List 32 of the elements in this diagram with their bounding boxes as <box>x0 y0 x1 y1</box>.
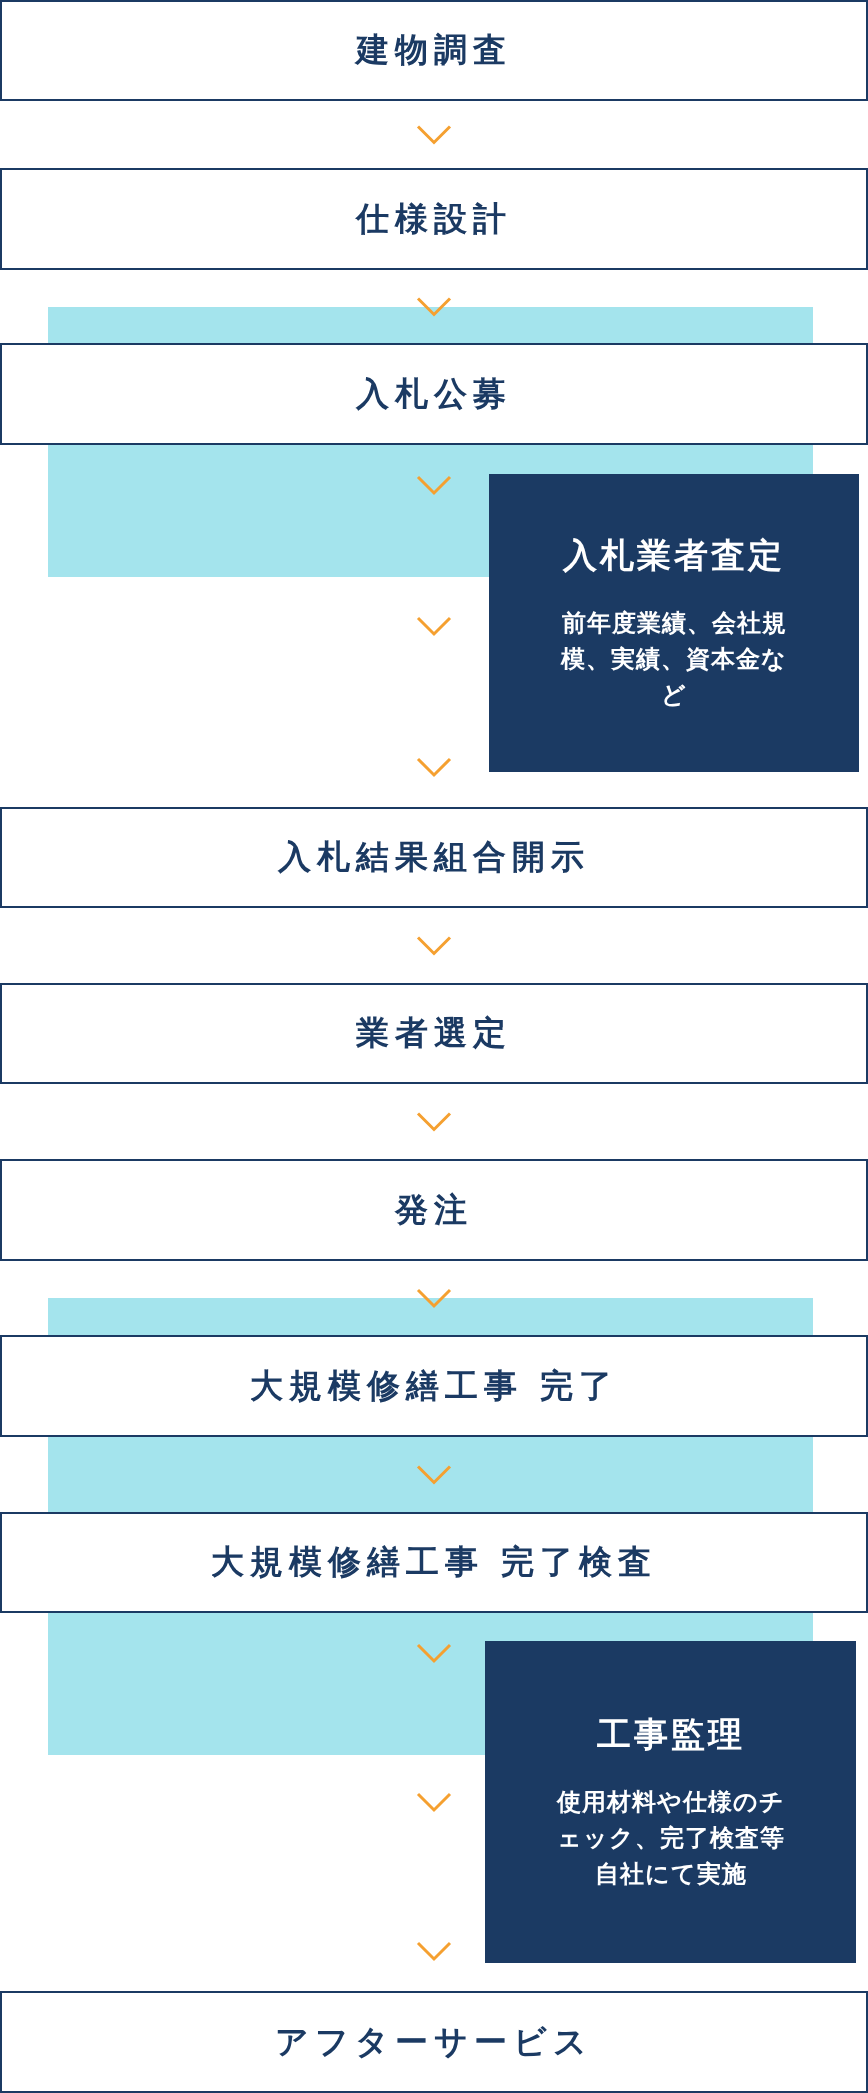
chevron-arrow <box>416 1112 452 1132</box>
process-box <box>0 807 868 908</box>
process-box <box>0 983 868 1084</box>
process-box <box>0 1991 868 2093</box>
chevron-arrow <box>416 125 452 145</box>
box-description: 使用材料や仕様のチェック、完了検査等自社にて実施 <box>555 1787 786 1890</box>
chevron-arrow <box>416 475 452 778</box>
chevron-arrow <box>416 1465 452 1485</box>
process-box <box>0 168 868 270</box>
box-title: 建物調査 <box>356 29 512 71</box>
chevron-arrow <box>416 1643 452 1962</box>
box-title: 大規模修繕工事 完了検査 <box>210 1541 658 1583</box>
process-box <box>0 0 868 101</box>
box-title: 工事監理 <box>596 1713 745 1756</box>
chevron-arrow <box>416 936 452 956</box>
box-title: 発注 <box>395 1188 473 1231</box>
note-box <box>485 1641 856 1963</box>
box-title: 入札業者査定 <box>563 534 785 577</box>
chevron-arrow <box>416 1288 452 1309</box>
box-title: 大規模修繕工事 完了 <box>249 1364 619 1407</box>
box-title: 入札公募 <box>356 372 512 415</box>
box-description: 前年度業績、会社規模、実績、資本金など <box>559 608 788 711</box>
process-box <box>0 1159 868 1261</box>
box-title: 仕様設計 <box>356 197 512 240</box>
box-title: 入札結果組合開示 <box>278 836 590 878</box>
chevron-arrow <box>416 297 452 317</box>
box-title: 業者選定 <box>356 1012 512 1054</box>
note-box <box>489 474 859 772</box>
process-box <box>0 343 868 445</box>
process-box <box>0 1335 868 1437</box>
box-title: アフターサービス <box>275 2020 593 2063</box>
process-box <box>0 1512 868 1613</box>
